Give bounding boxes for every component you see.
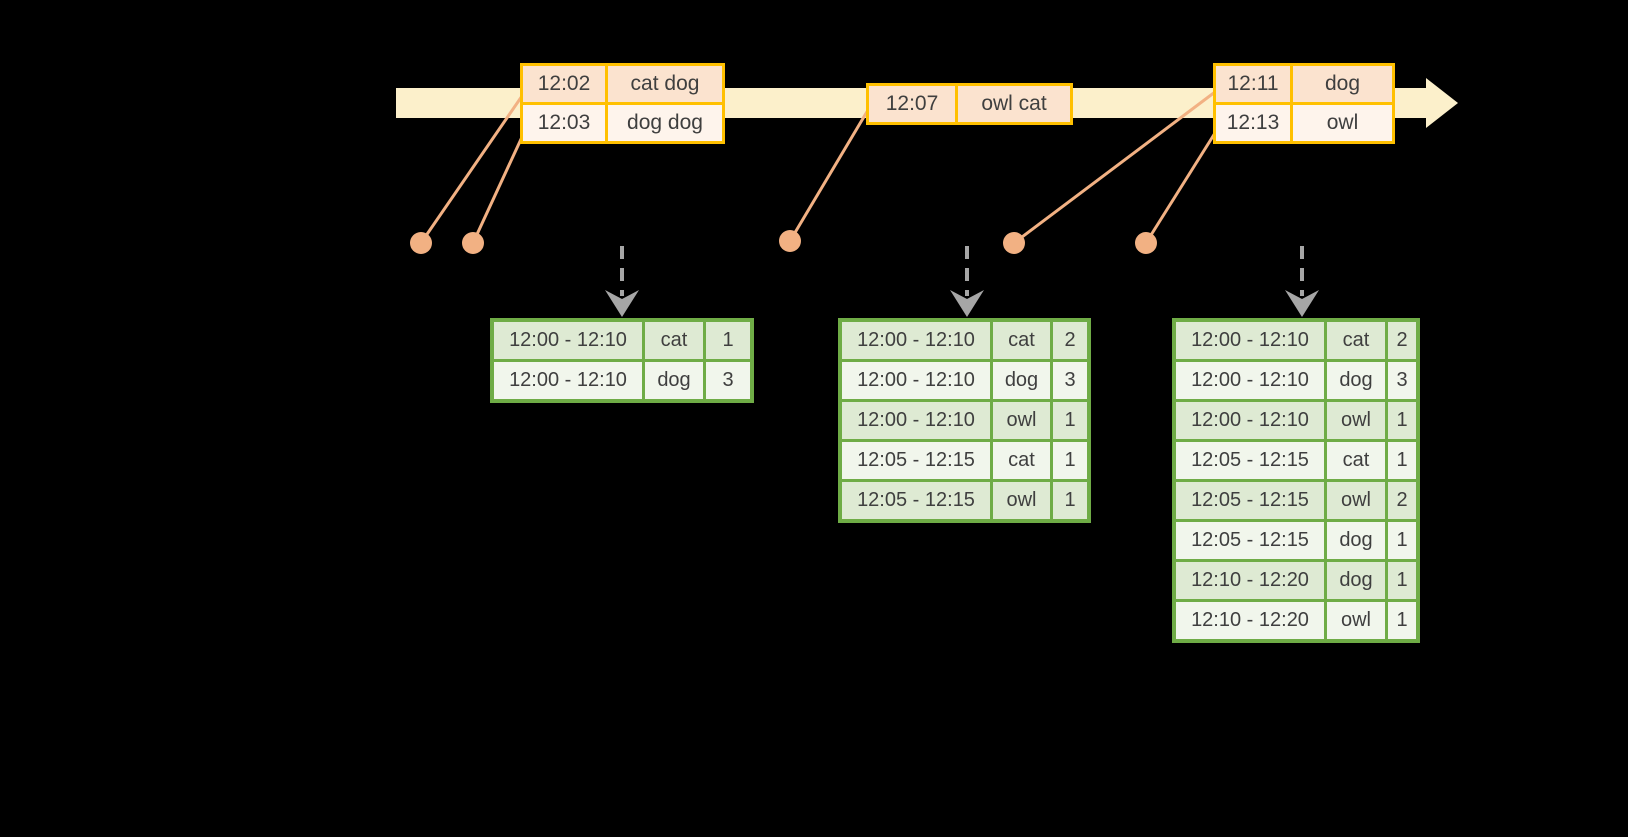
- event-time: 12:02: [520, 63, 608, 105]
- event-dot-1: [410, 232, 432, 254]
- result-table-1: 12:00 - 12:10 cat 1 12:00 - 12:10 dog 3: [490, 318, 754, 403]
- result-row: 12:10 - 12:20 dog 1: [1172, 559, 1420, 602]
- count-cell: 1: [703, 318, 754, 362]
- trigger-arrowhead-icon: [605, 290, 639, 317]
- result-table-2: 12:00 - 12:10 cat 2 12:00 - 12:10 dog 3 …: [838, 318, 1091, 523]
- window-cell: 12:05 - 12:15: [838, 479, 993, 523]
- event-connector-3: [788, 109, 870, 242]
- event-time: 12:03: [520, 102, 608, 144]
- result-row: 12:05 - 12:15 cat 1: [1172, 439, 1420, 482]
- event-time: 12:13: [1213, 102, 1293, 144]
- window-cell: 12:05 - 12:15: [1172, 519, 1327, 562]
- trigger-arrowhead-icon: [950, 290, 984, 317]
- count-cell: 1: [1385, 519, 1420, 562]
- window-cell: 12:05 - 12:15: [1172, 439, 1327, 482]
- result-row: 12:00 - 12:10 cat 2: [838, 318, 1091, 362]
- word-cell: dog: [642, 359, 706, 403]
- event-row: 12:07 owl cat: [866, 83, 1073, 125]
- event-connector-2: [471, 136, 524, 244]
- count-cell: 1: [1385, 599, 1420, 643]
- count-cell: 1: [1050, 399, 1091, 442]
- event-connector-1: [419, 95, 524, 244]
- window-cell: 12:05 - 12:15: [838, 439, 993, 482]
- event-words: dog: [1290, 63, 1395, 105]
- window-cell: 12:00 - 12:10: [1172, 399, 1327, 442]
- window-cell: 12:00 - 12:10: [838, 318, 993, 362]
- result-row: 12:05 - 12:15 dog 1: [1172, 519, 1420, 562]
- result-row: 12:05 - 12:15 owl 2: [1172, 479, 1420, 522]
- count-cell: 2: [1385, 479, 1420, 522]
- trigger-arrowhead-icon: [1285, 290, 1319, 317]
- trigger-arrow-1: [605, 246, 639, 317]
- event-time: 12:07: [866, 83, 958, 125]
- count-cell: 3: [1385, 359, 1420, 402]
- word-cell: dog: [1324, 519, 1388, 562]
- result-row: 12:00 - 12:10 dog 3: [1172, 359, 1420, 402]
- event-row: 12:11 dog: [1213, 63, 1395, 105]
- word-cell: cat: [642, 318, 706, 362]
- result-row: 12:00 - 12:10 owl 1: [838, 399, 1091, 442]
- event-table-2: 12:07 owl cat: [866, 83, 1073, 125]
- event-words: dog dog: [605, 102, 725, 144]
- word-cell: dog: [1324, 559, 1388, 602]
- word-cell: cat: [1324, 439, 1388, 482]
- result-row: 12:00 - 12:10 cat 1: [490, 318, 754, 362]
- word-cell: cat: [1324, 318, 1388, 362]
- count-cell: 1: [1385, 439, 1420, 482]
- window-cell: 12:10 - 12:20: [1172, 599, 1327, 643]
- event-dot-5: [1135, 232, 1157, 254]
- event-connector-5: [1144, 132, 1217, 244]
- window-cell: 12:00 - 12:10: [490, 359, 645, 403]
- result-row: 12:05 - 12:15 cat 1: [838, 439, 1091, 482]
- event-dot-3: [779, 230, 801, 252]
- trigger-arrow-2: [950, 246, 984, 317]
- event-row: 12:13 owl: [1213, 102, 1395, 144]
- word-cell: cat: [990, 318, 1053, 362]
- word-cell: owl: [990, 479, 1053, 523]
- word-cell: cat: [990, 439, 1053, 482]
- result-row: 12:00 - 12:10 cat 2: [1172, 318, 1420, 362]
- word-cell: dog: [990, 359, 1053, 402]
- timeline-arrowhead-icon: [1426, 78, 1458, 128]
- word-cell: dog: [1324, 359, 1388, 402]
- count-cell: 3: [1050, 359, 1091, 402]
- window-cell: 12:10 - 12:20: [1172, 559, 1327, 602]
- count-cell: 1: [1385, 559, 1420, 602]
- count-cell: 1: [1050, 439, 1091, 482]
- event-connector-4: [1013, 90, 1216, 245]
- event-time: 12:11: [1213, 63, 1293, 105]
- word-cell: owl: [990, 399, 1053, 442]
- event-dot-4: [1003, 232, 1025, 254]
- event-row: 12:02 cat dog: [520, 63, 725, 105]
- trigger-arrow-3: [1285, 246, 1319, 317]
- word-cell: owl: [1324, 399, 1388, 442]
- event-table-1: 12:02 cat dog 12:03 dog dog: [520, 63, 725, 144]
- count-cell: 1: [1050, 479, 1091, 523]
- event-table-3: 12:11 dog 12:13 owl: [1213, 63, 1395, 144]
- result-row: 12:05 - 12:15 owl 1: [838, 479, 1091, 523]
- count-cell: 3: [703, 359, 754, 403]
- window-cell: 12:00 - 12:10: [838, 359, 993, 402]
- event-row: 12:03 dog dog: [520, 102, 725, 144]
- event-dot-2: [462, 232, 484, 254]
- window-cell: 12:00 - 12:10: [1172, 359, 1327, 402]
- word-cell: owl: [1324, 599, 1388, 643]
- window-cell: 12:00 - 12:10: [1172, 318, 1327, 362]
- result-row: 12:00 - 12:10 dog 3: [838, 359, 1091, 402]
- result-row: 12:00 - 12:10 owl 1: [1172, 399, 1420, 442]
- count-cell: 1: [1385, 399, 1420, 442]
- result-table-3: 12:00 - 12:10 cat 2 12:00 - 12:10 dog 3 …: [1172, 318, 1420, 643]
- word-cell: owl: [1324, 479, 1388, 522]
- count-cell: 2: [1385, 318, 1420, 362]
- result-row: 12:10 - 12:20 owl 1: [1172, 599, 1420, 643]
- count-cell: 2: [1050, 318, 1091, 362]
- event-words: owl: [1290, 102, 1395, 144]
- event-words: owl cat: [955, 83, 1073, 125]
- event-words: cat dog: [605, 63, 725, 105]
- window-cell: 12:05 - 12:15: [1172, 479, 1327, 522]
- window-cell: 12:00 - 12:10: [490, 318, 645, 362]
- window-cell: 12:00 - 12:10: [838, 399, 993, 442]
- result-row: 12:00 - 12:10 dog 3: [490, 359, 754, 403]
